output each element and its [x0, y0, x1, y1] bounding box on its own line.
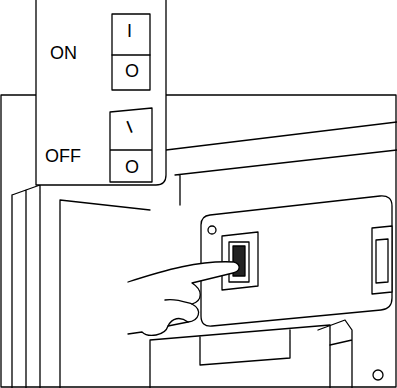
switch-label: OFF: [45, 147, 81, 165]
screw: [208, 226, 216, 234]
switch-on-symbol: [112, 54, 150, 55]
door-edge: [12, 185, 40, 388]
switch-panel: [201, 196, 392, 326]
screw: [373, 370, 383, 380]
switch-on-symbol: [112, 14, 150, 90]
switch-recess: [222, 232, 258, 290]
panel-clip: [372, 226, 392, 294]
hand-fingers: [165, 299, 192, 326]
switch-label: O: [125, 62, 139, 80]
switch-label: I: [127, 22, 132, 40]
pointing-hand: [128, 262, 239, 336]
switch-off-symbol: [110, 108, 152, 182]
machine-edges: [166, 122, 397, 205]
lower-block: [150, 325, 330, 388]
lever: [318, 320, 352, 388]
inset-box: [36, 0, 166, 185]
switch-label: O: [125, 158, 139, 176]
switch-label: ON: [50, 44, 77, 62]
